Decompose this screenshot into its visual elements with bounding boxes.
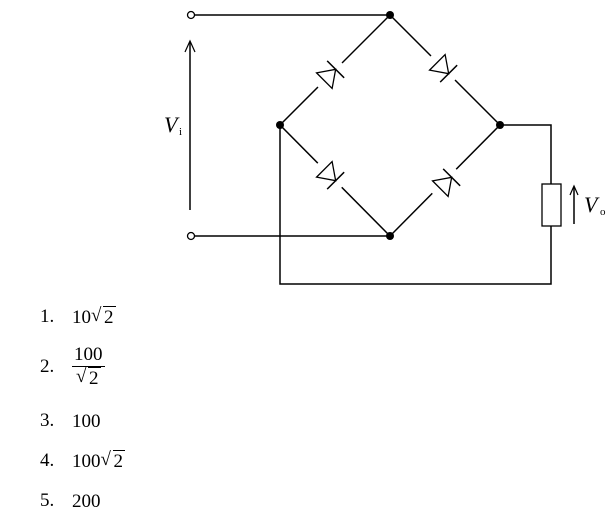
option-2[interactable]: 2. 100√2 (40, 344, 105, 391)
option-value: 100 (72, 410, 101, 432)
option-number: 2. (40, 355, 55, 377)
load-resistor (541, 183, 562, 227)
radicand: 2 (88, 367, 101, 389)
radicand: 2 (112, 449, 125, 472)
coefficient: 10 (72, 306, 91, 328)
option-1[interactable]: 1. 10√2 (40, 304, 116, 329)
junction-left (276, 121, 284, 129)
option-number: 3. (40, 410, 55, 431)
output-voltage-label: V (584, 192, 600, 217)
input-voltage-label: V (164, 112, 180, 137)
diode-bottom-left (312, 157, 348, 193)
bridge-rectifier-diagram: V i V o (164, 10, 606, 285)
option-number: 5. (40, 490, 55, 511)
square-root: √2 (100, 448, 125, 472)
input-terminal-top (186, 10, 196, 20)
diode-top-right (425, 50, 461, 86)
output-voltage-subscript: o (600, 206, 606, 218)
square-root: √2 (76, 366, 101, 389)
option-number: 1. (40, 306, 55, 327)
input-terminal-bottom (186, 231, 196, 241)
option-value: 100√2 (72, 448, 125, 473)
junction-bottom (386, 232, 394, 240)
input-voltage-subscript: i (179, 126, 182, 138)
diode-bottom-right (428, 165, 464, 201)
fraction: 100√2 (72, 344, 105, 391)
diode-top-left (312, 57, 348, 93)
radicand: 2 (103, 305, 116, 328)
option-5[interactable]: 5. 200 (40, 490, 101, 513)
option-value: 200 (72, 490, 101, 512)
option-number: 4. (40, 450, 55, 471)
output-wire-right (500, 124, 552, 184)
square-root: √2 (91, 304, 116, 328)
output-wire-return (279, 125, 552, 285)
junction-top (386, 11, 394, 19)
junction-right (496, 121, 504, 129)
option-value: 10√2 (72, 304, 116, 329)
numerator: 100 (72, 344, 105, 367)
output-arrow-head (569, 184, 579, 196)
option-4[interactable]: 4. 100√2 (40, 448, 125, 473)
coefficient: 100 (72, 450, 101, 472)
option-3[interactable]: 3. 100 (40, 410, 101, 433)
input-arrow-head (184, 39, 196, 53)
